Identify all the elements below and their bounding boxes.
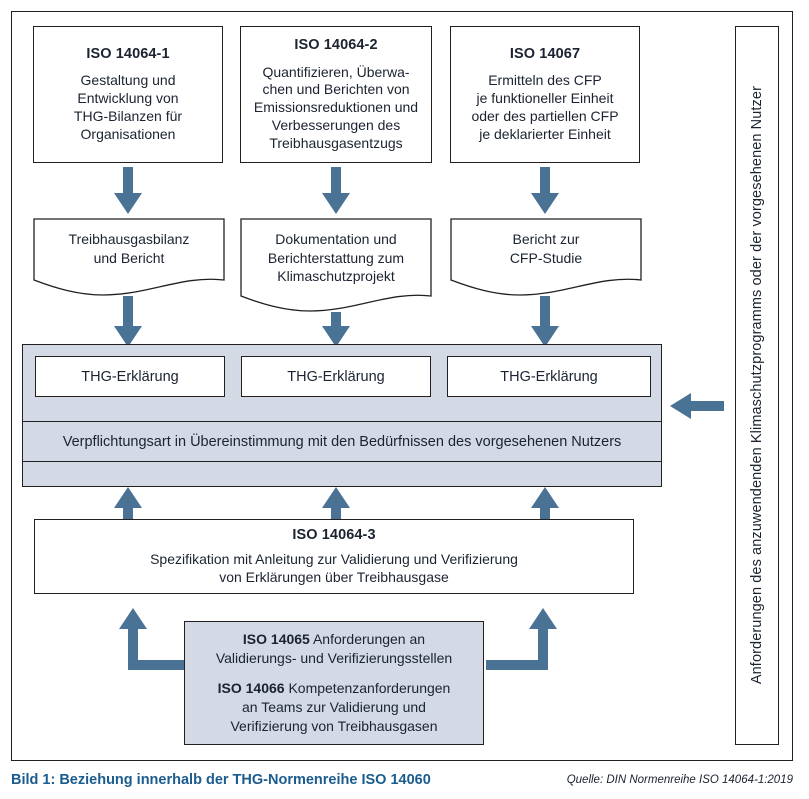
commitment-band-label: Verpflichtungsart in Übereinstimmung mit… — [62, 433, 622, 450]
arrow-down-icon — [530, 296, 560, 348]
grey-panel: THG-Erklärung THG-Erklärung THG-Erklärun… — [22, 344, 662, 487]
bodies-box-iso-14066-text: Kompetenzanforderungen — [284, 680, 451, 697]
arrow-up-icon — [113, 487, 143, 521]
bodies-box-line-2: ISO 14066 Kompetenzanforderungen an Team… — [218, 679, 451, 736]
side-requirements-label: Anforderungen des anzuwendenden Klimasch… — [749, 86, 765, 685]
bodies-box-iso-14066-label: ISO 14066 — [217, 680, 285, 697]
grey-panel-bottom-band — [23, 461, 661, 486]
standard-box-body: Spezifikation mit Anleitung zur Validier… — [150, 551, 518, 586]
side-requirements-panel: Anforderungen des anzuwendenden Klimasch… — [735, 26, 779, 745]
arrow-elbow-up-icon — [113, 608, 191, 670]
figure-source: Quelle: DIN Normenreihe ISO 14064-1:2019 — [566, 774, 793, 786]
arrow-elbow-up-icon — [485, 608, 563, 670]
standard-box-title: ISO 14064-1 — [86, 45, 170, 62]
standard-box-title: ISO 14064-2 — [294, 36, 378, 53]
commitment-band: Verpflichtungsart in Übereinstimmung mit… — [23, 421, 661, 461]
bodies-box-iso-14065-text: Anforderungen an — [309, 631, 426, 648]
bodies-box-iso-14065-text-cont: Validierungs- und Verifizierungsstellen — [215, 650, 453, 667]
arrow-up-icon — [530, 487, 560, 521]
standard-box-body: Quantifizieren, Überwa-chen und Berichte… — [253, 63, 419, 152]
thg-declaration-box-2: THG-Erklärung — [241, 356, 431, 397]
arrow-down-icon — [321, 167, 351, 215]
arrow-up-icon — [321, 487, 351, 521]
standard-box-title: ISO 14067 — [509, 45, 581, 62]
bodies-box-line-1: ISO 14065 Anforderungen an Validierungs-… — [216, 630, 452, 668]
arrow-down-icon — [113, 167, 143, 215]
bodies-box-iso-14065-14066: ISO 14065 Anforderungen an Validierungs-… — [184, 621, 484, 745]
arrow-left-icon — [669, 392, 725, 420]
thg-declaration-box-3: THG-Erklärung — [447, 356, 651, 397]
standard-box-title: ISO 14064-3 — [292, 526, 376, 543]
arrow-down-icon — [530, 167, 560, 215]
figure-footer: Bild 1: Beziehung innerhalb der THG-Norm… — [11, 772, 793, 794]
bodies-box-iso-14065-label: ISO 14065 — [242, 631, 310, 648]
figure-caption: Bild 1: Beziehung innerhalb der THG-Norm… — [11, 772, 431, 788]
standard-box-iso-14064-3: ISO 14064-3 Spezifikation mit Anleitung … — [34, 519, 634, 594]
arrow-down-icon — [113, 296, 143, 348]
thg-declaration-box-1: THG-Erklärung — [35, 356, 225, 397]
standard-box-iso-14064-2: ISO 14064-2 Quantifizieren, Überwa-chen … — [240, 26, 432, 163]
arrow-down-icon — [321, 312, 351, 348]
